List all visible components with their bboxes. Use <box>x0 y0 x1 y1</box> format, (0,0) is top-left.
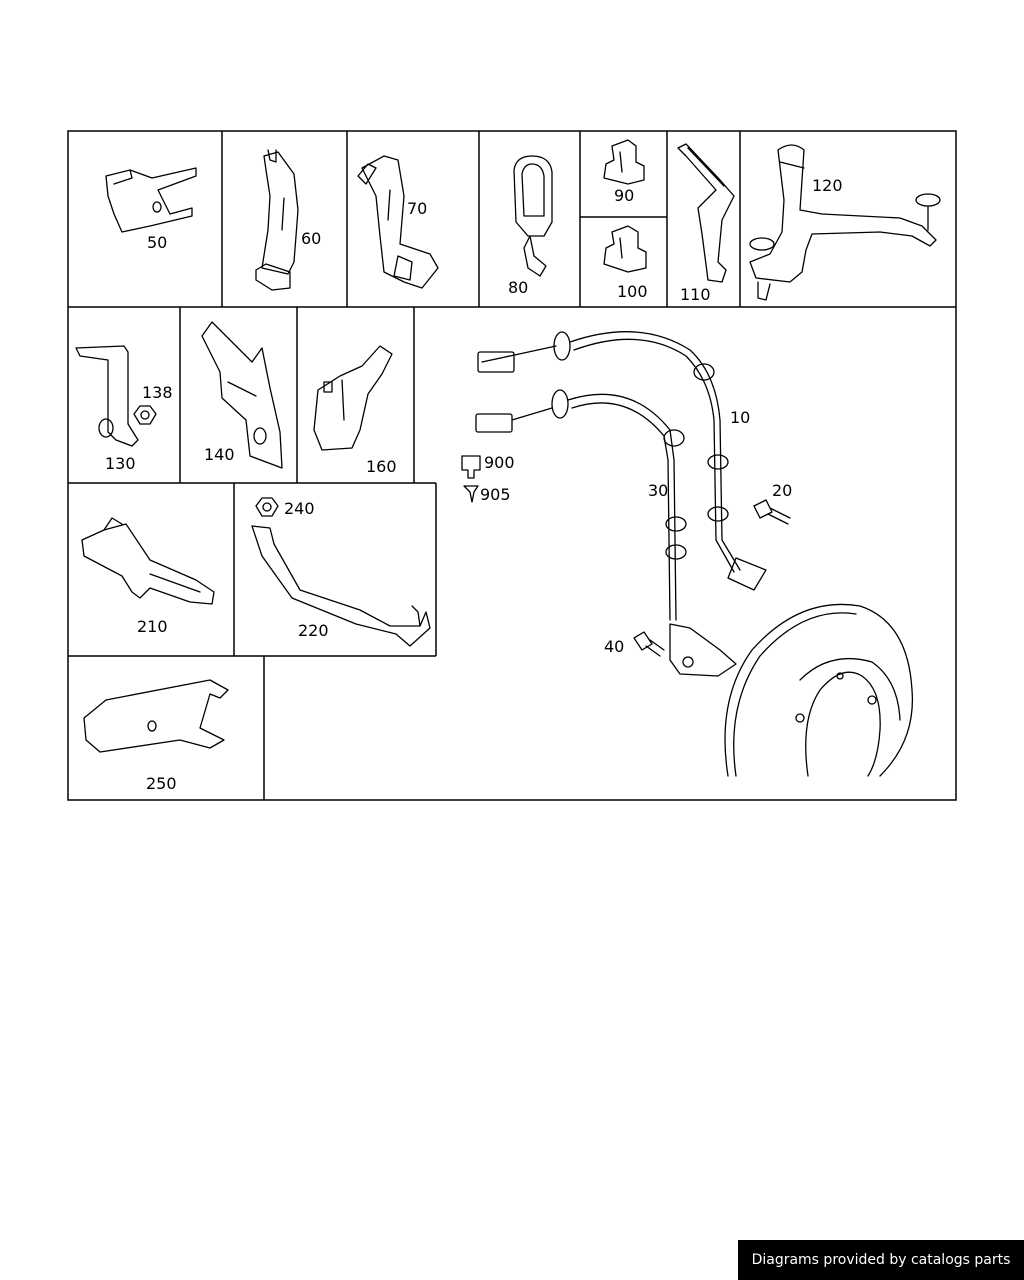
part-240-nut[interactable]: 240 <box>255 497 315 518</box>
part-100-clip[interactable]: 100 <box>603 225 648 301</box>
part-905-clip[interactable]: 905 <box>463 485 511 504</box>
part-10-sensor-cable[interactable]: 10 <box>477 331 767 591</box>
label-138: 138 <box>142 383 173 402</box>
label-160: 160 <box>366 457 397 476</box>
label-250: 250 <box>146 774 177 793</box>
label-240: 240 <box>284 499 315 518</box>
part-30-sensor-cable[interactable]: 30 <box>475 389 737 677</box>
part-220-strap[interactable]: 220 <box>251 525 431 647</box>
label-90: 90 <box>614 186 634 205</box>
part-70-bracket[interactable]: 70 <box>357 155 439 289</box>
part-110-bracket[interactable]: 110 <box>677 143 735 304</box>
label-50: 50 <box>147 233 167 252</box>
part-130-bracket[interactable]: 130 <box>75 345 139 473</box>
label-220: 220 <box>298 621 329 640</box>
label-60: 60 <box>301 229 321 248</box>
label-905: 905 <box>480 485 511 504</box>
label-210: 210 <box>137 617 168 636</box>
part-250-bracket[interactable]: 250 <box>83 679 229 793</box>
part-90-clip[interactable]: 90 <box>603 139 645 205</box>
part-20-bolt[interactable]: 20 <box>753 481 792 525</box>
label-130: 130 <box>105 454 136 473</box>
label-110: 110 <box>680 285 711 304</box>
part-210-bracket[interactable]: 210 <box>81 517 215 636</box>
label-100: 100 <box>617 282 648 301</box>
brake-disc <box>724 603 914 777</box>
label-40: 40 <box>604 637 624 656</box>
part-120-bracket[interactable]: 120 <box>749 144 941 301</box>
part-140-bracket[interactable]: 140 <box>201 321 283 469</box>
part-40-bolt[interactable]: 40 <box>604 631 665 657</box>
label-30: 30 <box>648 481 668 500</box>
part-160-bracket[interactable]: 160 <box>313 345 397 476</box>
label-20: 20 <box>772 481 792 500</box>
part-900-clip[interactable]: 900 <box>461 453 515 479</box>
label-70: 70 <box>407 199 427 218</box>
part-138-nut[interactable]: 138 <box>133 383 173 425</box>
diagram-frame <box>67 130 957 801</box>
part-50-bracket[interactable]: 50 <box>105 167 197 252</box>
label-140: 140 <box>204 445 235 464</box>
part-80-clip[interactable]: 80 <box>508 155 553 297</box>
footer-credit: Diagrams provided by catalogs parts <box>738 1240 1024 1280</box>
label-10: 10 <box>730 408 750 427</box>
label-900: 900 <box>484 453 515 472</box>
label-120: 120 <box>812 176 843 195</box>
label-80: 80 <box>508 278 528 297</box>
part-60-strap-bracket[interactable]: 60 <box>255 149 321 291</box>
